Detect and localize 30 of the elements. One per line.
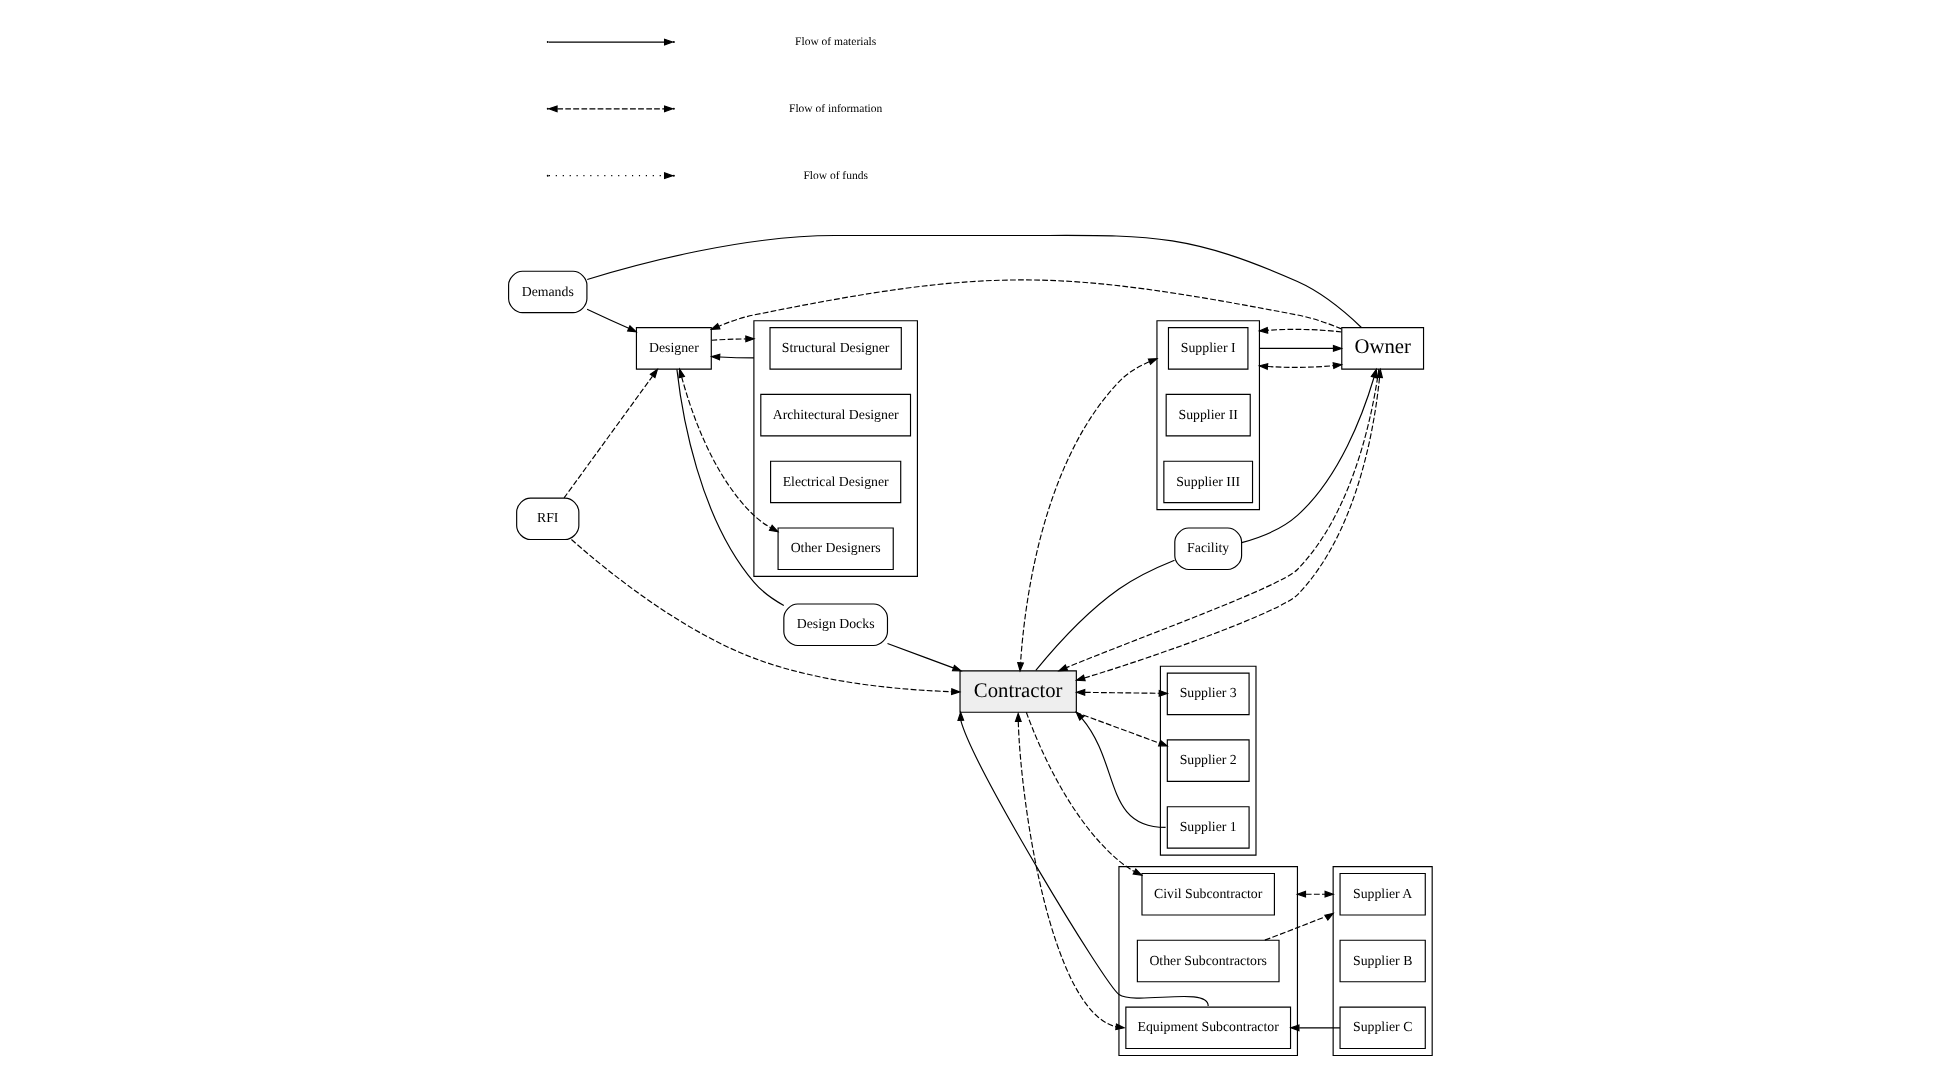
- node-box: Contractor: [958, 670, 1076, 713]
- arrow: [1240, 367, 1377, 544]
- connector: [675, 368, 784, 607]
- node-box: Owner: [1340, 327, 1424, 370]
- connector: [585, 234, 1361, 329]
- cluster: [752, 320, 917, 577]
- arrow: [710, 335, 755, 343]
- arrow: [1074, 711, 1168, 747]
- arrow: [708, 353, 754, 361]
- arrow: [585, 308, 637, 333]
- arrow: [1073, 688, 1169, 697]
- arrow: [1288, 1024, 1340, 1032]
- arrow: [1256, 362, 1343, 371]
- arrow: [1263, 912, 1334, 941]
- arrow: [562, 368, 658, 499]
- arrow: [885, 642, 962, 672]
- arrow: [1024, 711, 1143, 877]
- arrow: [1074, 711, 1166, 828]
- arrow: [677, 367, 779, 533]
- cluster: [1331, 866, 1432, 1057]
- connector: [1034, 559, 1175, 672]
- arrow: [1015, 358, 1158, 673]
- arrow: [1256, 326, 1342, 334]
- arrow: [708, 279, 1341, 331]
- arrow: [1013, 711, 1125, 1031]
- arrow: [1294, 890, 1334, 898]
- arrow: [1257, 344, 1343, 352]
- arrow: [569, 538, 961, 696]
- arrow: [956, 710, 1208, 1007]
- cluster: [1155, 320, 1259, 511]
